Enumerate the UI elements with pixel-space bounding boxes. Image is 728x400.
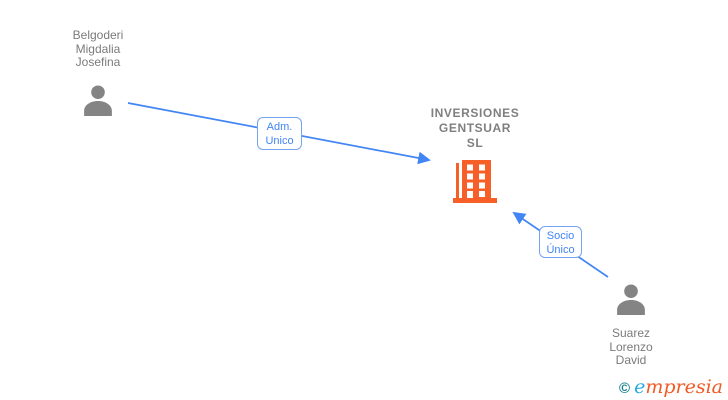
name-line: Suarez	[611, 326, 651, 340]
node-shareholder-belgoderi-name: Belgoderi Migdalia Josefina	[38, 28, 158, 70]
name-line: SL	[466, 136, 484, 150]
edge-label-adm-unico: Adm. Unico	[257, 117, 302, 150]
copyright-icon: ©	[619, 380, 631, 397]
empresia-logo[interactable]: © empresia	[619, 377, 723, 397]
empresia-wordmark: empresia	[634, 377, 723, 397]
name-line: Lorenzo	[609, 339, 653, 354]
edge-label-line: Unico	[265, 135, 294, 147]
edge-label-line: Único	[546, 244, 575, 256]
logo-letter-e: e	[634, 376, 646, 398]
name-line: INVERSIONES	[430, 106, 520, 120]
person-icon	[80, 84, 116, 121]
name-line: David	[615, 353, 647, 367]
node-shareholder-suarez[interactable]: Suarez Lorenzo David	[571, 284, 691, 368]
building-icon	[452, 159, 498, 208]
edge-label-line: Adm.	[266, 121, 293, 133]
node-company-name: INVERSIONES GENTSUAR SL	[411, 106, 539, 151]
name-line: Belgoderi	[72, 28, 124, 42]
node-shareholder-belgoderi[interactable]: Belgoderi Migdalia Josefina	[38, 28, 158, 121]
name-line: Josefina	[75, 55, 121, 69]
logo-rest-text: mpresia	[645, 376, 723, 398]
person-icon	[613, 284, 649, 320]
node-company-inversiones-gentsuar[interactable]: INVERSIONES GENTSUAR SL	[411, 106, 539, 208]
edge-label-line: Socio	[546, 230, 575, 242]
name-line: GENTSUAR	[438, 121, 512, 135]
name-line: Migdalia	[75, 41, 121, 56]
node-shareholder-suarez-name: Suarez Lorenzo David	[571, 326, 691, 368]
edge-label-socio-unico: Socio Único	[539, 226, 582, 258]
